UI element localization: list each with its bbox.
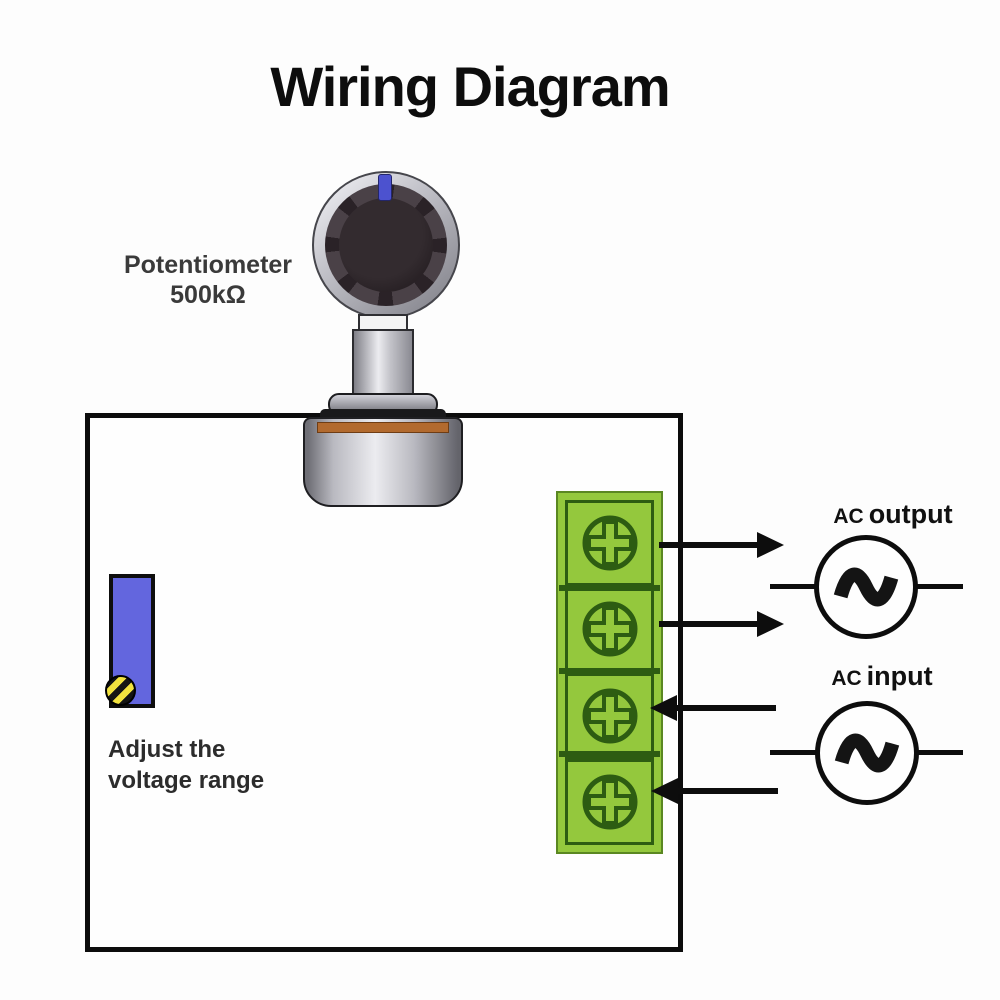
terminal-cell-4 <box>565 758 654 845</box>
screw-icon <box>582 688 637 744</box>
ac-output-word: output <box>868 499 953 529</box>
ac-output-source <box>814 535 918 639</box>
potentiometer-copper-stripe <box>317 422 449 433</box>
ac-input-source <box>815 701 919 805</box>
terminal-cell-2 <box>565 586 654 673</box>
potentiometer-label-line2: 500kΩ <box>170 281 246 309</box>
terminal-separator <box>559 751 660 757</box>
ac-input-word: input <box>866 661 933 691</box>
terminal-cell-1 <box>565 500 654 587</box>
ac-output-lead-left <box>770 584 818 589</box>
screw-icon <box>582 601 637 657</box>
knob-face <box>339 198 433 292</box>
ac-input-lead-left <box>770 750 819 755</box>
knob-indicator-mark <box>378 174 392 201</box>
arrow-right-icon <box>757 611 784 637</box>
page-title: Wiring Diagram <box>270 55 670 118</box>
trimmer-label: Adjust the voltage range <box>108 734 264 796</box>
output-wire-1 <box>659 542 759 548</box>
arrow-left-icon <box>651 778 678 804</box>
terminal-separator <box>559 585 660 591</box>
terminal-cell-3 <box>565 672 654 759</box>
trimmer-label-line1: Adjust the <box>108 736 226 763</box>
output-wire-2 <box>659 621 759 627</box>
potentiometer-label: Potentiometer 500kΩ <box>83 250 333 310</box>
potentiometer-label-line1: Potentiometer <box>123 251 293 279</box>
trimmer-label-line2: voltage range <box>108 767 265 794</box>
screw-icon <box>582 515 637 571</box>
ac-output-lead-right <box>914 584 963 589</box>
potentiometer-body <box>303 417 463 507</box>
arrow-left-icon <box>650 695 677 721</box>
input-wire-2 <box>676 788 778 794</box>
ac-output-prefix: AC <box>833 505 864 528</box>
ac-sine-icon <box>833 567 899 607</box>
terminal-separator <box>559 668 660 674</box>
arrow-right-icon <box>757 532 784 558</box>
ac-input-lead-right <box>915 750 963 755</box>
ac-input-prefix: AC <box>831 667 862 690</box>
input-wire-1 <box>675 705 776 711</box>
trimmer-screw-icon <box>105 675 136 706</box>
ac-sine-icon <box>834 733 900 773</box>
potentiometer-shaft <box>352 329 414 396</box>
screw-icon <box>582 774 637 830</box>
terminal-block <box>556 491 663 854</box>
